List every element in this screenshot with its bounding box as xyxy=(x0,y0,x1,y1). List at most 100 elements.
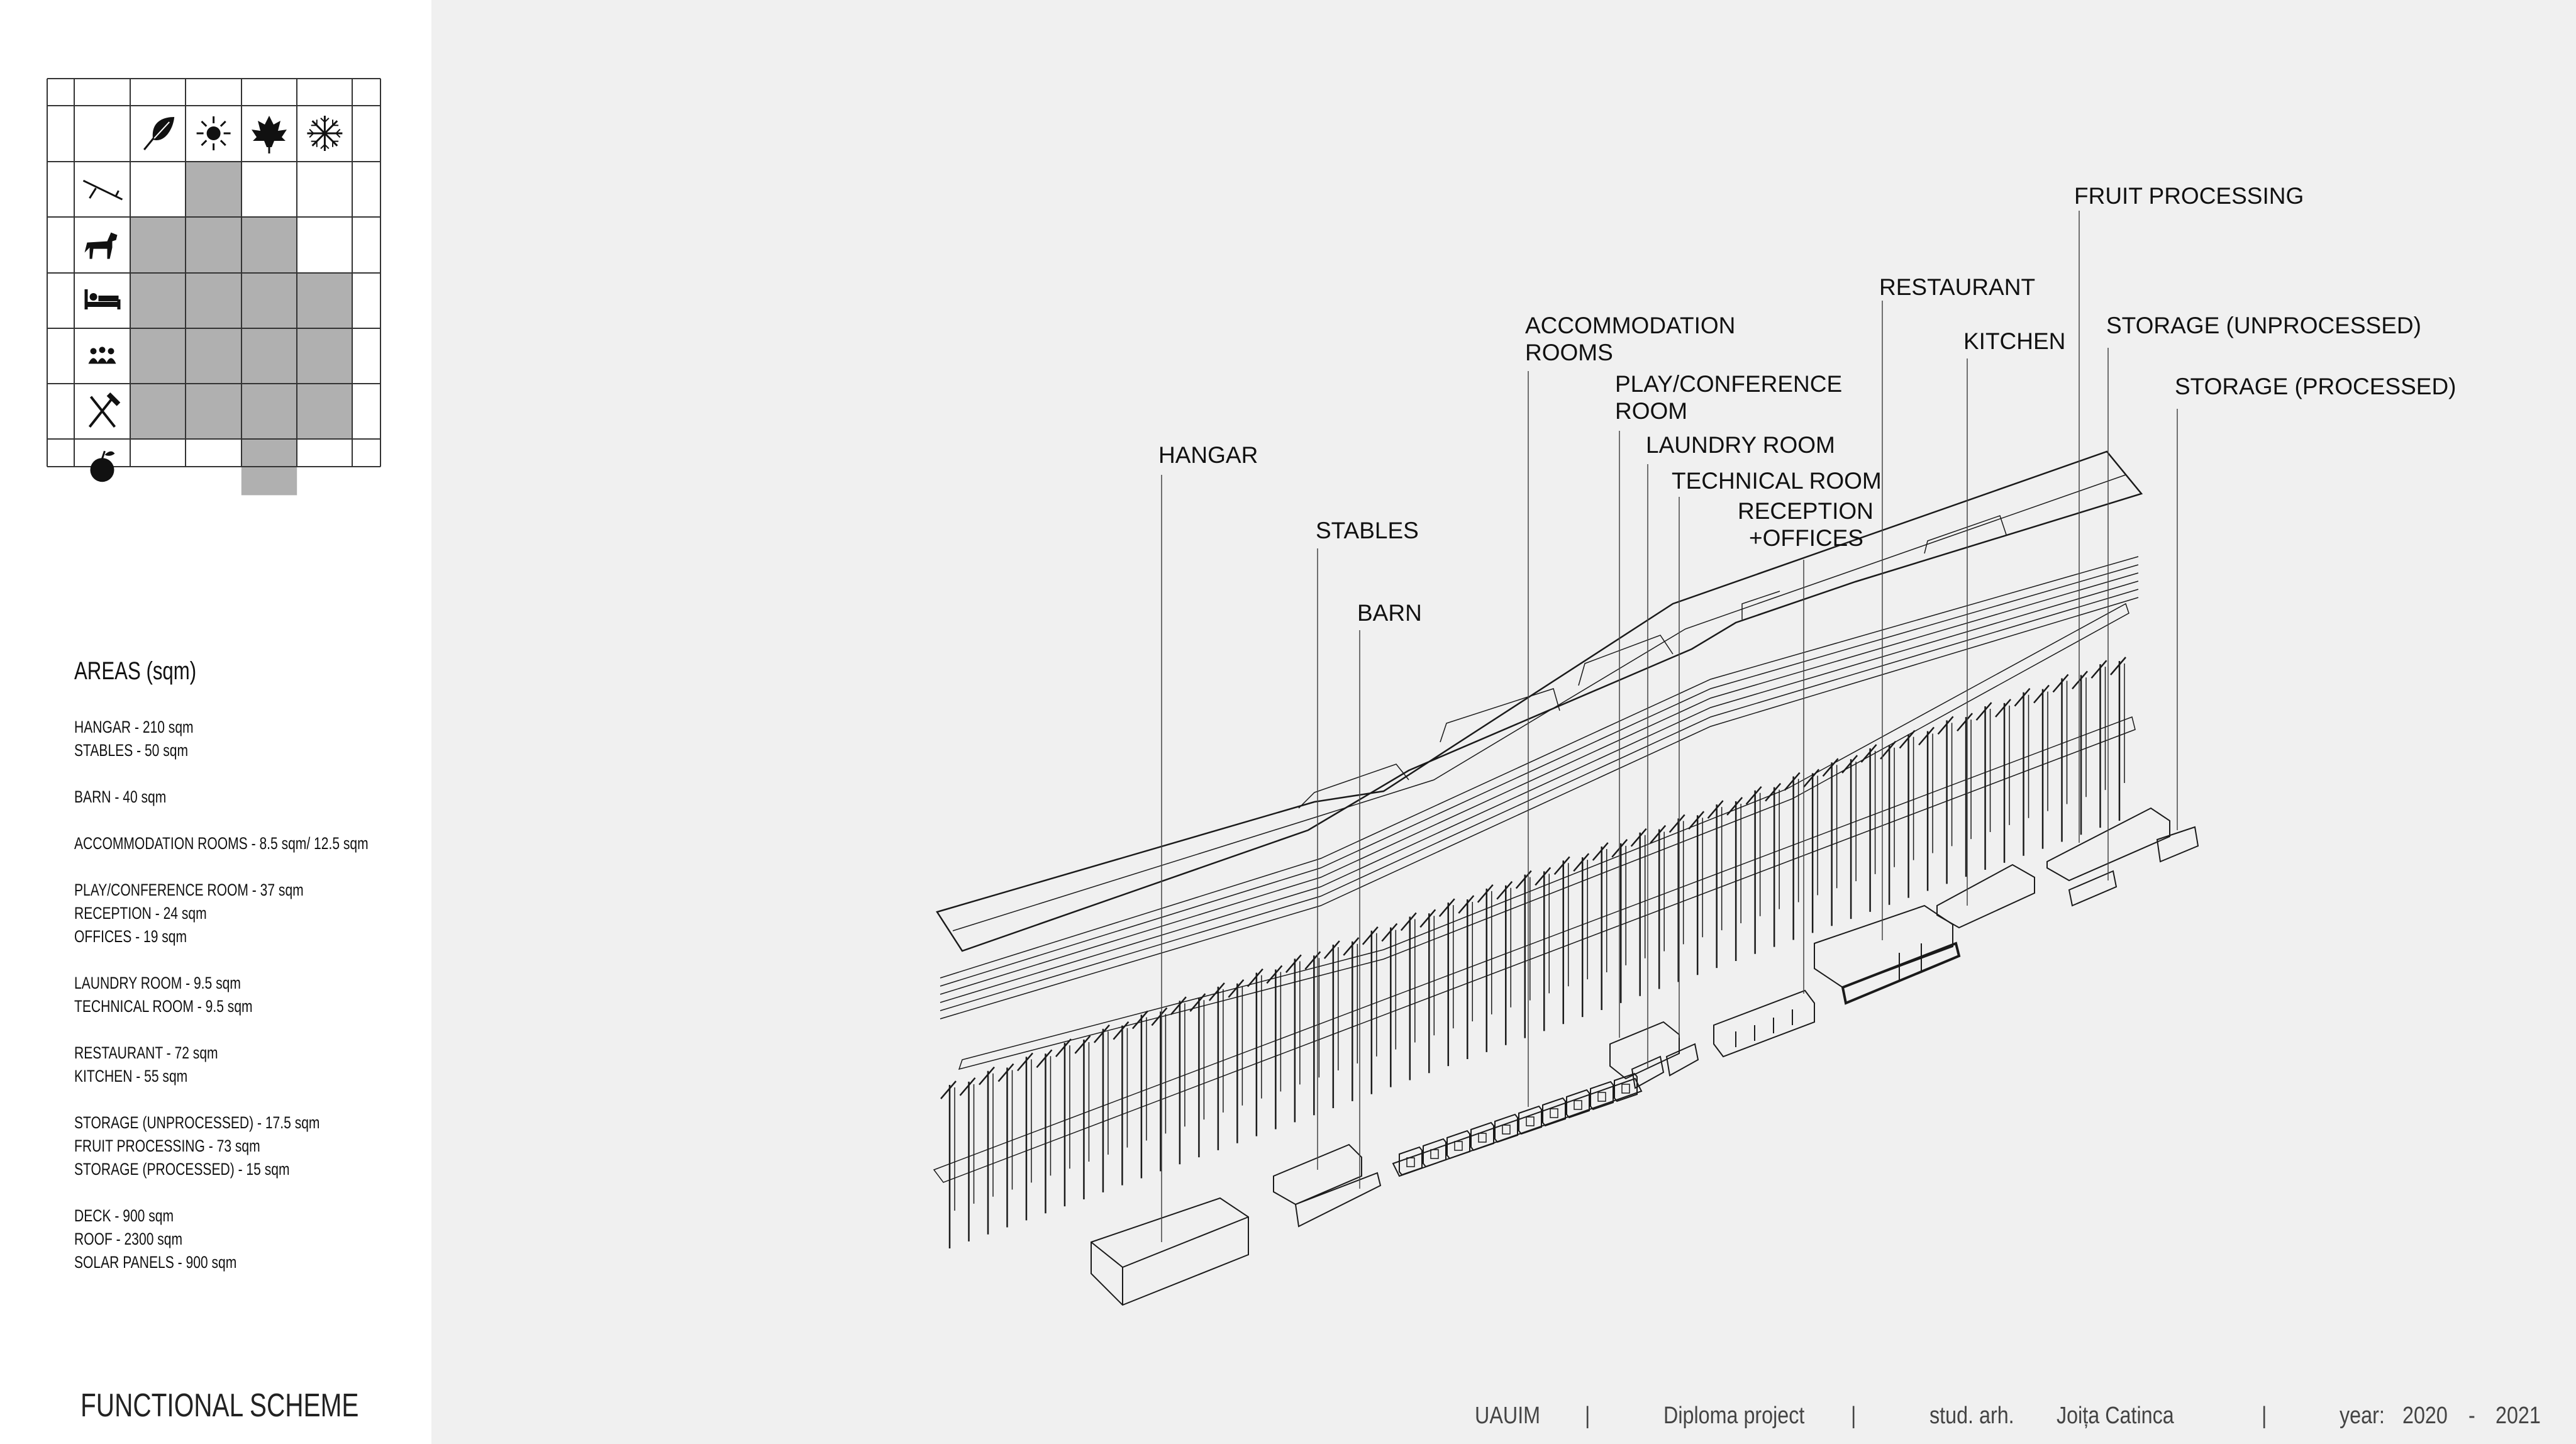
season-activity-grid xyxy=(47,78,381,496)
frame-brace xyxy=(1880,740,1897,760)
frame-brace xyxy=(1381,923,1398,942)
frame-brace xyxy=(1975,702,1992,721)
frame-brace xyxy=(1995,699,2011,718)
footer-year-end: 2021 xyxy=(2496,1402,2541,1429)
active-cell xyxy=(297,384,353,440)
window xyxy=(1597,1092,1606,1102)
window xyxy=(1478,1133,1487,1143)
frame-brace xyxy=(1208,982,1225,1001)
window xyxy=(1454,1141,1463,1151)
footer-separator: | xyxy=(1851,1402,1857,1429)
label-reception-1: RECEPTION xyxy=(1738,498,1874,524)
frame-brace xyxy=(1266,965,1283,984)
frame-brace xyxy=(1573,853,1590,872)
frame-brace xyxy=(1362,926,1379,945)
area-item: PLAY/CONFERENCE ROOM - 37 sqm xyxy=(74,880,304,899)
accommodation-unit xyxy=(1590,1080,1614,1111)
accommodation-units xyxy=(1399,1072,1638,1176)
frame-brace xyxy=(1131,1010,1148,1030)
active-cell xyxy=(241,328,297,384)
area-item: FRUIT PROCESSING - 73 sqm xyxy=(74,1136,260,1155)
area-item: SOLAR PANELS - 900 sqm xyxy=(74,1253,237,1272)
area-item: LAUNDRY ROOM - 9.5 sqm xyxy=(74,974,241,992)
frame-brace xyxy=(1323,940,1340,959)
frame-brace xyxy=(1400,912,1417,931)
fork-knife-icon xyxy=(88,392,121,428)
frame-brace xyxy=(1151,1007,1168,1026)
label-stables: STABLES xyxy=(1316,518,1419,543)
accommodation-unit xyxy=(1423,1138,1446,1168)
label-accommodation-1: ACCOMMODATION xyxy=(1525,313,1735,338)
area-item: HANGAR - 210 sqm xyxy=(74,718,194,736)
window xyxy=(1621,1084,1630,1094)
stables-volume xyxy=(1273,1143,1382,1228)
active-cell xyxy=(130,328,186,384)
window xyxy=(1502,1125,1511,1135)
sun-icon xyxy=(196,116,231,150)
accommodation-unit xyxy=(1470,1121,1494,1152)
area-item: BARN - 40 sqm xyxy=(74,787,167,806)
active-cell xyxy=(297,328,353,384)
frame-brace xyxy=(997,1063,1014,1082)
group-icon xyxy=(88,347,116,364)
accommodation-rooms xyxy=(1392,1077,1643,1177)
frame-brace xyxy=(1765,782,1782,802)
label-play-2: ROOM xyxy=(1615,398,1687,424)
roof-notch-2 xyxy=(1440,688,1560,743)
diagram-labels: HANGAR STABLES BARN ACCOMMODATION ROOMS … xyxy=(1158,183,2457,626)
footer-separator: | xyxy=(1585,1402,1591,1429)
frame-brace xyxy=(1726,797,1743,816)
frame-brace xyxy=(1860,744,1877,763)
roof-inner-line xyxy=(952,474,2126,931)
active-cell xyxy=(130,217,186,273)
frame-brace xyxy=(1496,880,1513,900)
frame-brace xyxy=(1017,1052,1033,1072)
footer-year-start: 2020 xyxy=(2402,1402,2448,1429)
accommodation-unit xyxy=(1399,1146,1423,1176)
frame-brace xyxy=(1650,825,1667,844)
active-cell xyxy=(241,272,297,329)
frame-brace xyxy=(1803,769,1820,788)
footer: UAUIM | Diploma project | stud. arh. Joi… xyxy=(0,1402,2576,1440)
frame-brace xyxy=(1074,1035,1091,1054)
accommodation-unit xyxy=(1614,1072,1638,1102)
label-storage-processed: STORAGE (PROCESSED) xyxy=(2175,374,2457,399)
label-fruit: FRUIT PROCESSING xyxy=(2074,183,2304,209)
frame-brace xyxy=(979,1066,995,1086)
roof-notch-3 xyxy=(1578,635,1674,686)
active-cell xyxy=(130,384,186,440)
roof-notch-1 xyxy=(1298,764,1409,809)
frame-brace xyxy=(1688,811,1705,830)
footer-year-dash: - xyxy=(2468,1402,2475,1429)
leader-lines xyxy=(1161,211,2178,1242)
footer-project: Diploma project xyxy=(1663,1402,1805,1429)
frame-brace xyxy=(1113,1021,1130,1040)
active-cell xyxy=(186,328,242,384)
label-kitchen: KITCHEN xyxy=(1963,328,2065,354)
frame-brace xyxy=(1515,870,1532,889)
footer-separator: | xyxy=(2262,1402,2267,1429)
area-item: STORAGE (UNPROCESSED) - 17.5 sqm xyxy=(74,1113,320,1132)
apple-icon xyxy=(90,450,115,482)
maple-leaf-icon xyxy=(252,116,287,153)
footer-school: UAUIM xyxy=(1475,1402,1541,1429)
frame-brace xyxy=(2072,670,2088,690)
accommodation-unit xyxy=(1446,1130,1470,1160)
label-accommodation-2: ROOMS xyxy=(1525,340,1613,365)
frame-brace xyxy=(1745,786,1762,805)
areas-title: AREAS (sqm) xyxy=(74,657,197,685)
hangar-volume xyxy=(1091,1197,1249,1306)
area-item: STORAGE (PROCESSED) - 15 sqm xyxy=(74,1160,290,1179)
active-cell xyxy=(186,217,242,273)
frame-brace xyxy=(1458,895,1475,914)
frame-brace xyxy=(2110,657,2126,675)
frame-brace xyxy=(1170,996,1187,1016)
frame-brace xyxy=(1438,898,1455,917)
frame-brace xyxy=(1668,814,1685,833)
